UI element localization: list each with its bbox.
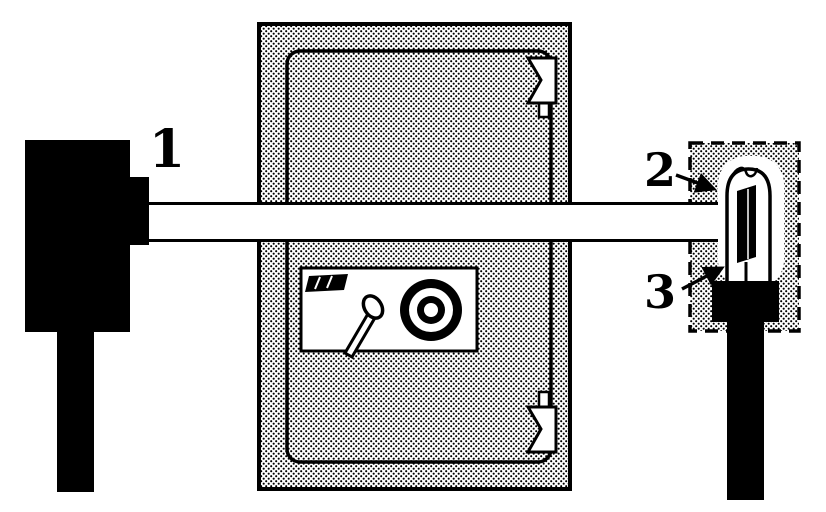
detector-electrode bbox=[737, 185, 756, 263]
safe-door-outline bbox=[285, 49, 553, 464]
brand-mark bbox=[305, 274, 348, 292]
safe-hinge-bottom bbox=[525, 390, 558, 454]
source-aperture bbox=[127, 177, 149, 245]
beam bbox=[131, 202, 742, 242]
safe-body bbox=[257, 22, 572, 491]
key bbox=[342, 294, 385, 360]
safe-lock-panel bbox=[299, 266, 479, 360]
safe-hinge-top bbox=[525, 56, 558, 119]
source-body bbox=[25, 140, 130, 332]
label-3: 3 bbox=[644, 265, 676, 319]
label-2: 2 bbox=[644, 143, 676, 197]
light-source bbox=[25, 140, 149, 492]
safe bbox=[257, 22, 572, 491]
combination-dial bbox=[400, 279, 462, 341]
bulb-wire-curl bbox=[729, 166, 759, 179]
beam-channel bbox=[131, 203, 742, 241]
detector-base bbox=[712, 281, 779, 322]
label-1: 1 bbox=[149, 119, 185, 180]
detector-stand bbox=[727, 322, 764, 500]
arrow-to-electrode bbox=[681, 266, 725, 291]
source-stand bbox=[57, 331, 94, 492]
detector-assembly bbox=[712, 156, 784, 500]
callouts: 1 2 3 bbox=[149, 119, 725, 319]
arrow-to-bulb bbox=[675, 172, 717, 193]
